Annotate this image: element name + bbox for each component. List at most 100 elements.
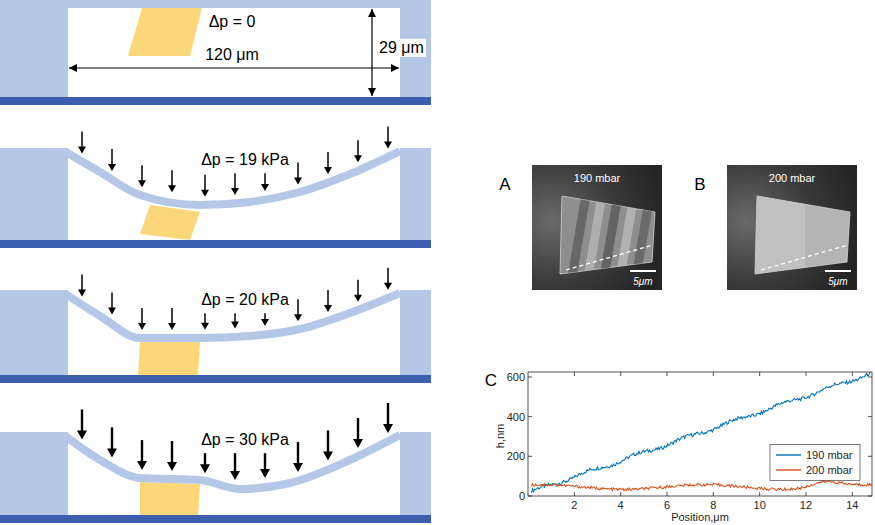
tick-mark <box>852 492 853 496</box>
channel-wall <box>0 432 68 515</box>
pressure-arrow <box>111 293 113 309</box>
tick-label: 6 <box>664 499 670 512</box>
tick-mark <box>713 372 714 376</box>
legend <box>770 445 860 481</box>
pressure-arrowhead <box>261 184 269 191</box>
pressure-arrow <box>297 299 299 315</box>
pressure-arrow <box>111 427 113 449</box>
substrate-strip <box>0 97 431 105</box>
channel-wall <box>400 148 431 240</box>
pressure-arrowhead <box>323 451 333 460</box>
pressure-arrowhead <box>137 461 147 470</box>
pressure-arrowhead <box>384 283 392 290</box>
pressure-arrow <box>264 173 266 185</box>
profile-chart <box>528 371 872 496</box>
flake-sheen <box>755 195 805 275</box>
pressure-arrowhead <box>138 180 146 187</box>
pressure-arrow <box>327 152 329 168</box>
pressure-arrow <box>264 313 266 320</box>
axis-title: Position,μm <box>671 511 729 524</box>
pressure-arrowhead <box>354 295 362 302</box>
tick-mark <box>620 372 621 376</box>
pressure-arrows <box>78 127 392 197</box>
pressure-arrowhead <box>353 439 363 448</box>
substrate-strip <box>0 375 431 383</box>
panel-letter: C <box>485 371 497 391</box>
channel-wall <box>400 290 431 375</box>
pressure-arrowhead <box>324 305 332 312</box>
tick-mark <box>620 492 621 496</box>
pressure-label: Δp = 19 kPa <box>201 151 289 169</box>
tick-mark <box>574 492 575 496</box>
pressure-label: Δp = 20 kPa <box>201 291 289 309</box>
pressure-arrow <box>327 290 329 306</box>
pressure-arrow <box>234 453 236 472</box>
pressure-arrow <box>111 149 113 165</box>
pressure-arrow <box>264 453 266 470</box>
width-dimension <box>69 67 399 68</box>
tick-label: 4 <box>618 499 624 512</box>
pressure-caption: 200 mbar <box>769 172 815 185</box>
pressure-arrowhead <box>138 323 146 330</box>
pressure-arrowhead <box>231 322 239 329</box>
tick-mark <box>852 372 853 376</box>
pressure-arrowhead <box>108 308 116 315</box>
profile-cut-line <box>761 245 848 270</box>
tick-mark <box>528 456 532 457</box>
tick-label: 600 <box>507 371 525 384</box>
panel-letter: A <box>499 175 510 195</box>
pressure-arrowhead <box>384 142 392 149</box>
sample-flake <box>140 205 200 240</box>
pressure-arrow <box>387 127 389 143</box>
pressure-arrow <box>357 280 359 296</box>
pressure-arrowhead <box>261 319 269 326</box>
axes-box <box>528 372 872 496</box>
dimension-label: 29 μm <box>377 39 426 57</box>
legend-line-sample <box>776 469 801 470</box>
tick-label: 10 <box>754 499 766 512</box>
interference-fringes <box>572 195 650 277</box>
pressure-arrowhead <box>167 462 177 471</box>
dimension-label: 120 μm <box>203 46 261 64</box>
interference-fringes <box>755 195 805 275</box>
channel-panel <box>0 268 431 383</box>
pressure-arrowhead <box>324 167 332 174</box>
pressure-arrow <box>171 308 173 324</box>
substrate-strip <box>0 240 431 248</box>
micrograph-background <box>532 165 662 290</box>
pressure-arrowhead <box>77 431 87 440</box>
deflected-membrane <box>64 151 400 205</box>
pressure-arrow <box>357 140 359 156</box>
tick-mark <box>805 492 806 496</box>
pressure-arrowhead <box>108 164 116 171</box>
pressure-arrowhead <box>260 469 270 478</box>
pressure-arrow <box>357 418 359 440</box>
pressure-arrow <box>204 453 206 465</box>
pressure-arrow <box>297 442 299 464</box>
micrograph <box>727 165 857 290</box>
channel-wall <box>0 148 68 240</box>
sample-flake <box>128 8 202 56</box>
fringe-band <box>588 195 602 277</box>
pressure-arrowhead <box>231 188 239 195</box>
flake-image <box>755 196 850 274</box>
pressure-arrow <box>297 162 299 178</box>
pressure-arrow <box>171 441 173 463</box>
tick-label: 14 <box>846 499 858 512</box>
pressure-arrow <box>234 173 236 189</box>
fringe-band <box>604 195 618 277</box>
pressure-arrow <box>327 430 329 452</box>
scale-bar <box>630 270 656 272</box>
channel-body <box>0 0 431 97</box>
pressure-arrow <box>141 308 143 324</box>
tick-label: 200 <box>507 450 525 463</box>
legend-label: 200 mbar <box>806 464 852 477</box>
tick-mark <box>666 492 667 496</box>
sample-flake <box>140 482 200 515</box>
legend-label: 190 mbar <box>806 449 852 462</box>
pressure-arrowhead <box>354 155 362 162</box>
pressure-arrow <box>387 403 389 425</box>
pressure-arrowhead <box>200 464 210 473</box>
channel-wall <box>0 290 68 375</box>
